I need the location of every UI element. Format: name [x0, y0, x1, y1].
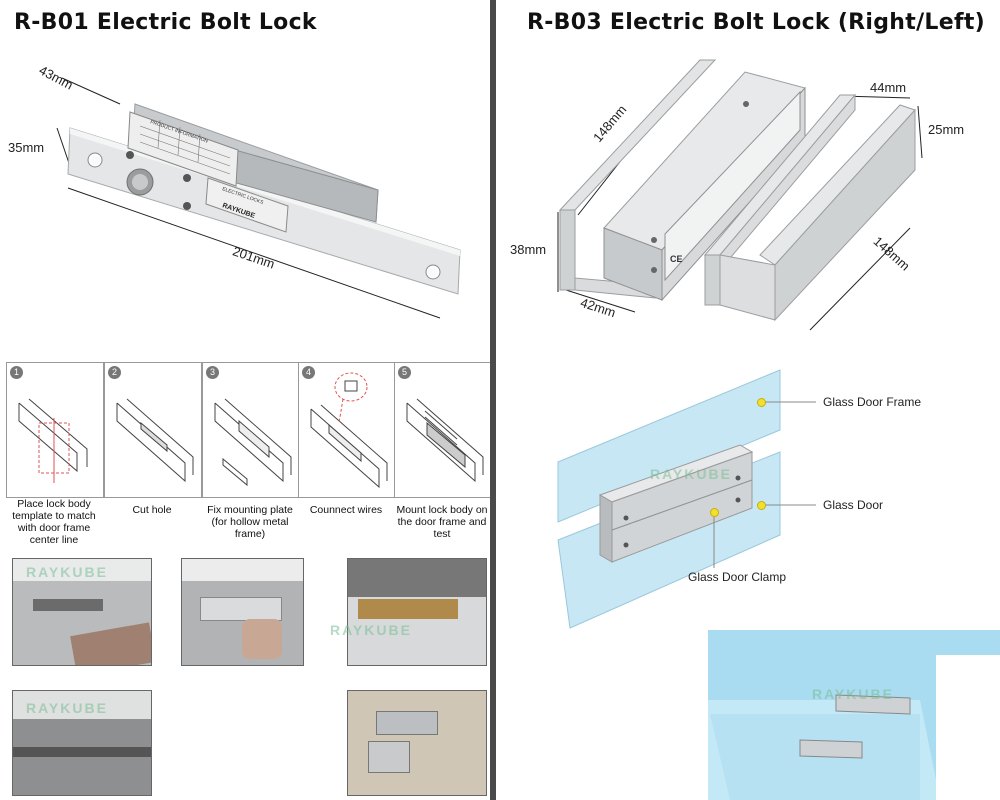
- step-2-diagram: 2: [104, 362, 202, 498]
- glass-door-frame-label: Glass Door Frame: [823, 395, 922, 409]
- glass-door-clamp-label: Glass Door Clamp: [688, 570, 787, 584]
- step-3-caption: Fix mounting plate (for hollow metal fra…: [207, 504, 293, 540]
- r-b03-bolt-lock-image: CE: [557, 59, 923, 331]
- callout-dot-clamp: [710, 508, 719, 517]
- ce-mark: CE: [670, 254, 683, 264]
- install-photo-2: [181, 558, 304, 666]
- dim-clamp-width-label: 44mm: [870, 80, 907, 95]
- install-photo-4: [12, 690, 152, 796]
- dim-clamp-height-label: 25mm: [928, 122, 965, 137]
- step-4-diagram: 4: [298, 362, 396, 498]
- step-4-number: 4: [302, 366, 315, 379]
- installed-clamp-image: [708, 630, 1000, 800]
- watermark-raykube-5: RAYKUBE: [812, 686, 894, 702]
- dim-height-label: 35mm: [8, 140, 45, 155]
- glass-door-diagram: [557, 369, 816, 629]
- callout-dot-frame: [757, 398, 766, 407]
- step-5-diagram: 5: [394, 362, 492, 498]
- step-2-caption: Cut hole: [132, 504, 172, 516]
- dim-lock-height-label: 38mm: [510, 242, 547, 257]
- watermark-raykube-4: RAYKUBE: [650, 466, 732, 482]
- watermark-raykube-2: RAYKUBE: [330, 622, 412, 638]
- r-b01-bolt-lock-image: PRODUCT INFORMATION ELECTRIC LOCKS RAYKU…: [56, 77, 461, 319]
- install-photo-5: [347, 690, 487, 796]
- install-photo-3: [347, 558, 487, 666]
- step-5-caption: Mount lock body on the door frame and te…: [396, 504, 488, 540]
- step-1-number: 1: [10, 366, 23, 379]
- r-b01-panel: R-B01 Electric Bolt Lock PRODUCT INFORMA…: [0, 0, 492, 800]
- watermark-raykube-1: RAYKUBE: [26, 564, 108, 580]
- callout-dot-door: [757, 501, 766, 510]
- r-b03-panel: R-B03 Electric Bolt Lock (Right/Left) CE…: [500, 0, 1000, 800]
- step-3-number: 3: [206, 366, 219, 379]
- r-b01-title: R-B01 Electric Bolt Lock: [14, 10, 317, 35]
- step-3-diagram: 3: [202, 362, 300, 498]
- glass-door-label: Glass Door: [823, 498, 884, 512]
- r-b03-title: R-B03 Electric Bolt Lock (Right/Left): [527, 10, 985, 35]
- step-2-number: 2: [108, 366, 121, 379]
- panel-divider: [490, 0, 496, 800]
- install-photo-1: [12, 558, 152, 666]
- step-4-caption: Counnect wires: [309, 504, 383, 516]
- watermark-raykube-3: RAYKUBE: [26, 700, 108, 716]
- step-1-diagram: 1: [6, 362, 104, 498]
- step-1-caption: Place lock body template to match with d…: [12, 498, 96, 546]
- step-5-number: 5: [398, 366, 411, 379]
